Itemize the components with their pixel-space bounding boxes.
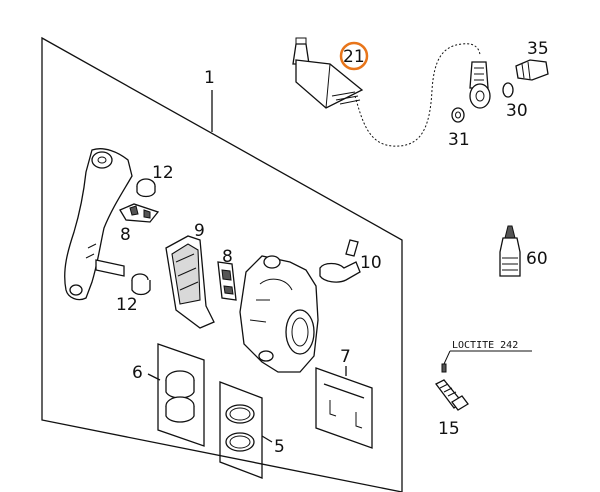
- loctite-leader: [443, 350, 451, 365]
- caliper-bracket: [64, 148, 133, 301]
- part-21-brake-hose: [292, 37, 481, 147]
- label-8-lower: 8: [222, 247, 233, 267]
- part-60-loctite-bottle: [499, 225, 521, 277]
- part-10-bleeder-valve: [319, 239, 361, 283]
- caliper-housing: [239, 255, 319, 373]
- part-31-washer-hole: [455, 111, 461, 119]
- part-12-lower-pin: [95, 259, 151, 296]
- label-5: 5: [274, 437, 285, 457]
- part-7-pin-kit: [315, 367, 373, 449]
- leader-6: [147, 373, 161, 381]
- caliper-assembly-panel: [41, 36, 403, 492]
- loctite-note: LOCTITE 242: [452, 340, 518, 351]
- label-10: 10: [360, 253, 382, 273]
- label-6: 6: [132, 363, 143, 383]
- part-8-upper-clip: [119, 203, 160, 223]
- part-15-bolt: [435, 379, 469, 411]
- label-15: 15: [438, 419, 460, 439]
- part-30-washer: [502, 82, 514, 98]
- label-8-upper: 8: [120, 225, 131, 245]
- loctite-drop-icon: [441, 363, 447, 373]
- label-12-upper: 12: [152, 163, 174, 183]
- part-5-seal-kit: [219, 381, 263, 479]
- label-60: 60: [526, 249, 548, 269]
- part-35-banjo-bolt: [469, 59, 549, 109]
- part-6-piston-kit: [157, 343, 205, 447]
- part-31-washer: [451, 107, 465, 123]
- part-9-brake-pads: [165, 235, 215, 329]
- label-12-lower: 12: [116, 295, 138, 315]
- label-21: 21: [343, 47, 365, 67]
- callout-highlight-ring: [339, 41, 369, 71]
- leader-5: [261, 435, 273, 443]
- label-9: 9: [194, 221, 205, 241]
- label-1: 1: [204, 68, 215, 88]
- label-30: 30: [506, 101, 528, 121]
- label-35: 35: [527, 39, 549, 59]
- part-12-upper-bushing: [136, 178, 156, 198]
- label-7: 7: [340, 347, 351, 367]
- label-31: 31: [448, 130, 470, 150]
- part-8-lower-clip: [217, 261, 237, 301]
